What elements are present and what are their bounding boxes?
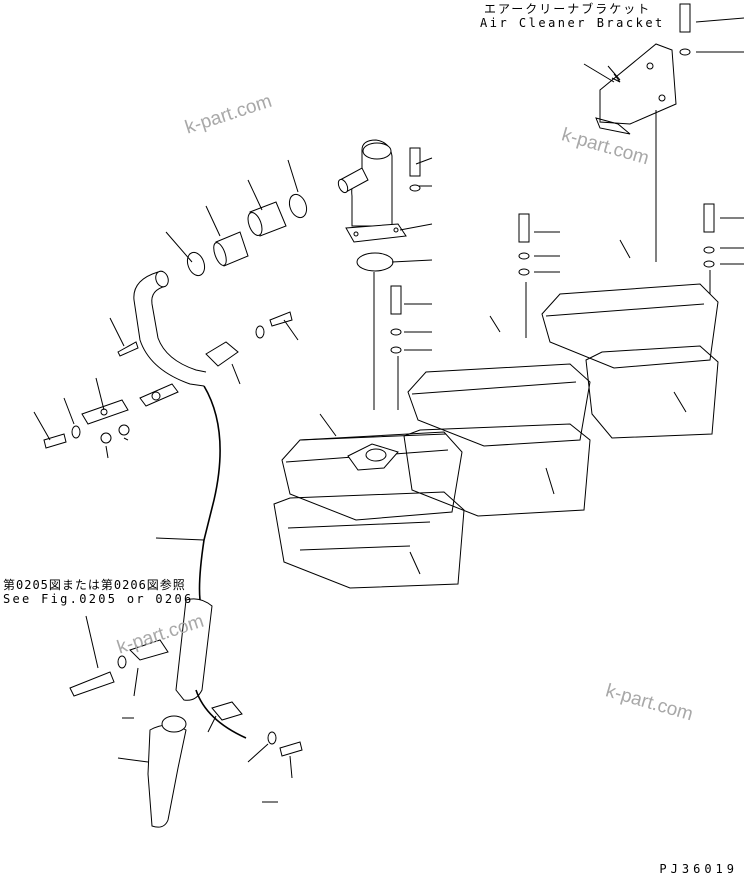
- breather-gasket: [356, 252, 394, 272]
- drawing-code: PJ36019: [659, 862, 738, 876]
- head-cover-1: [273, 431, 465, 589]
- leader-lines: [33, 17, 744, 803]
- head-cover-3: [541, 283, 719, 439]
- cover-bolts: [390, 3, 715, 354]
- breather-pipe: [133, 270, 221, 601]
- air-cleaner-bracket: [595, 43, 677, 135]
- hose-and-clamps: [186, 193, 308, 277]
- breather-elbow: [337, 139, 407, 243]
- bracket-label-japanese: エアークリーナブラケット: [484, 2, 652, 16]
- pipe-clip-upper: [43, 311, 293, 449]
- reference-label-japanese: 第0205図または第0206図参照: [3, 578, 186, 592]
- bracket-label-english: Air Cleaner Bracket: [480, 16, 665, 30]
- breather-pipe-lower: [69, 598, 303, 828]
- reference-label-english: See Fig.0205 or 0206: [3, 592, 194, 606]
- head-cover-2: [403, 363, 591, 517]
